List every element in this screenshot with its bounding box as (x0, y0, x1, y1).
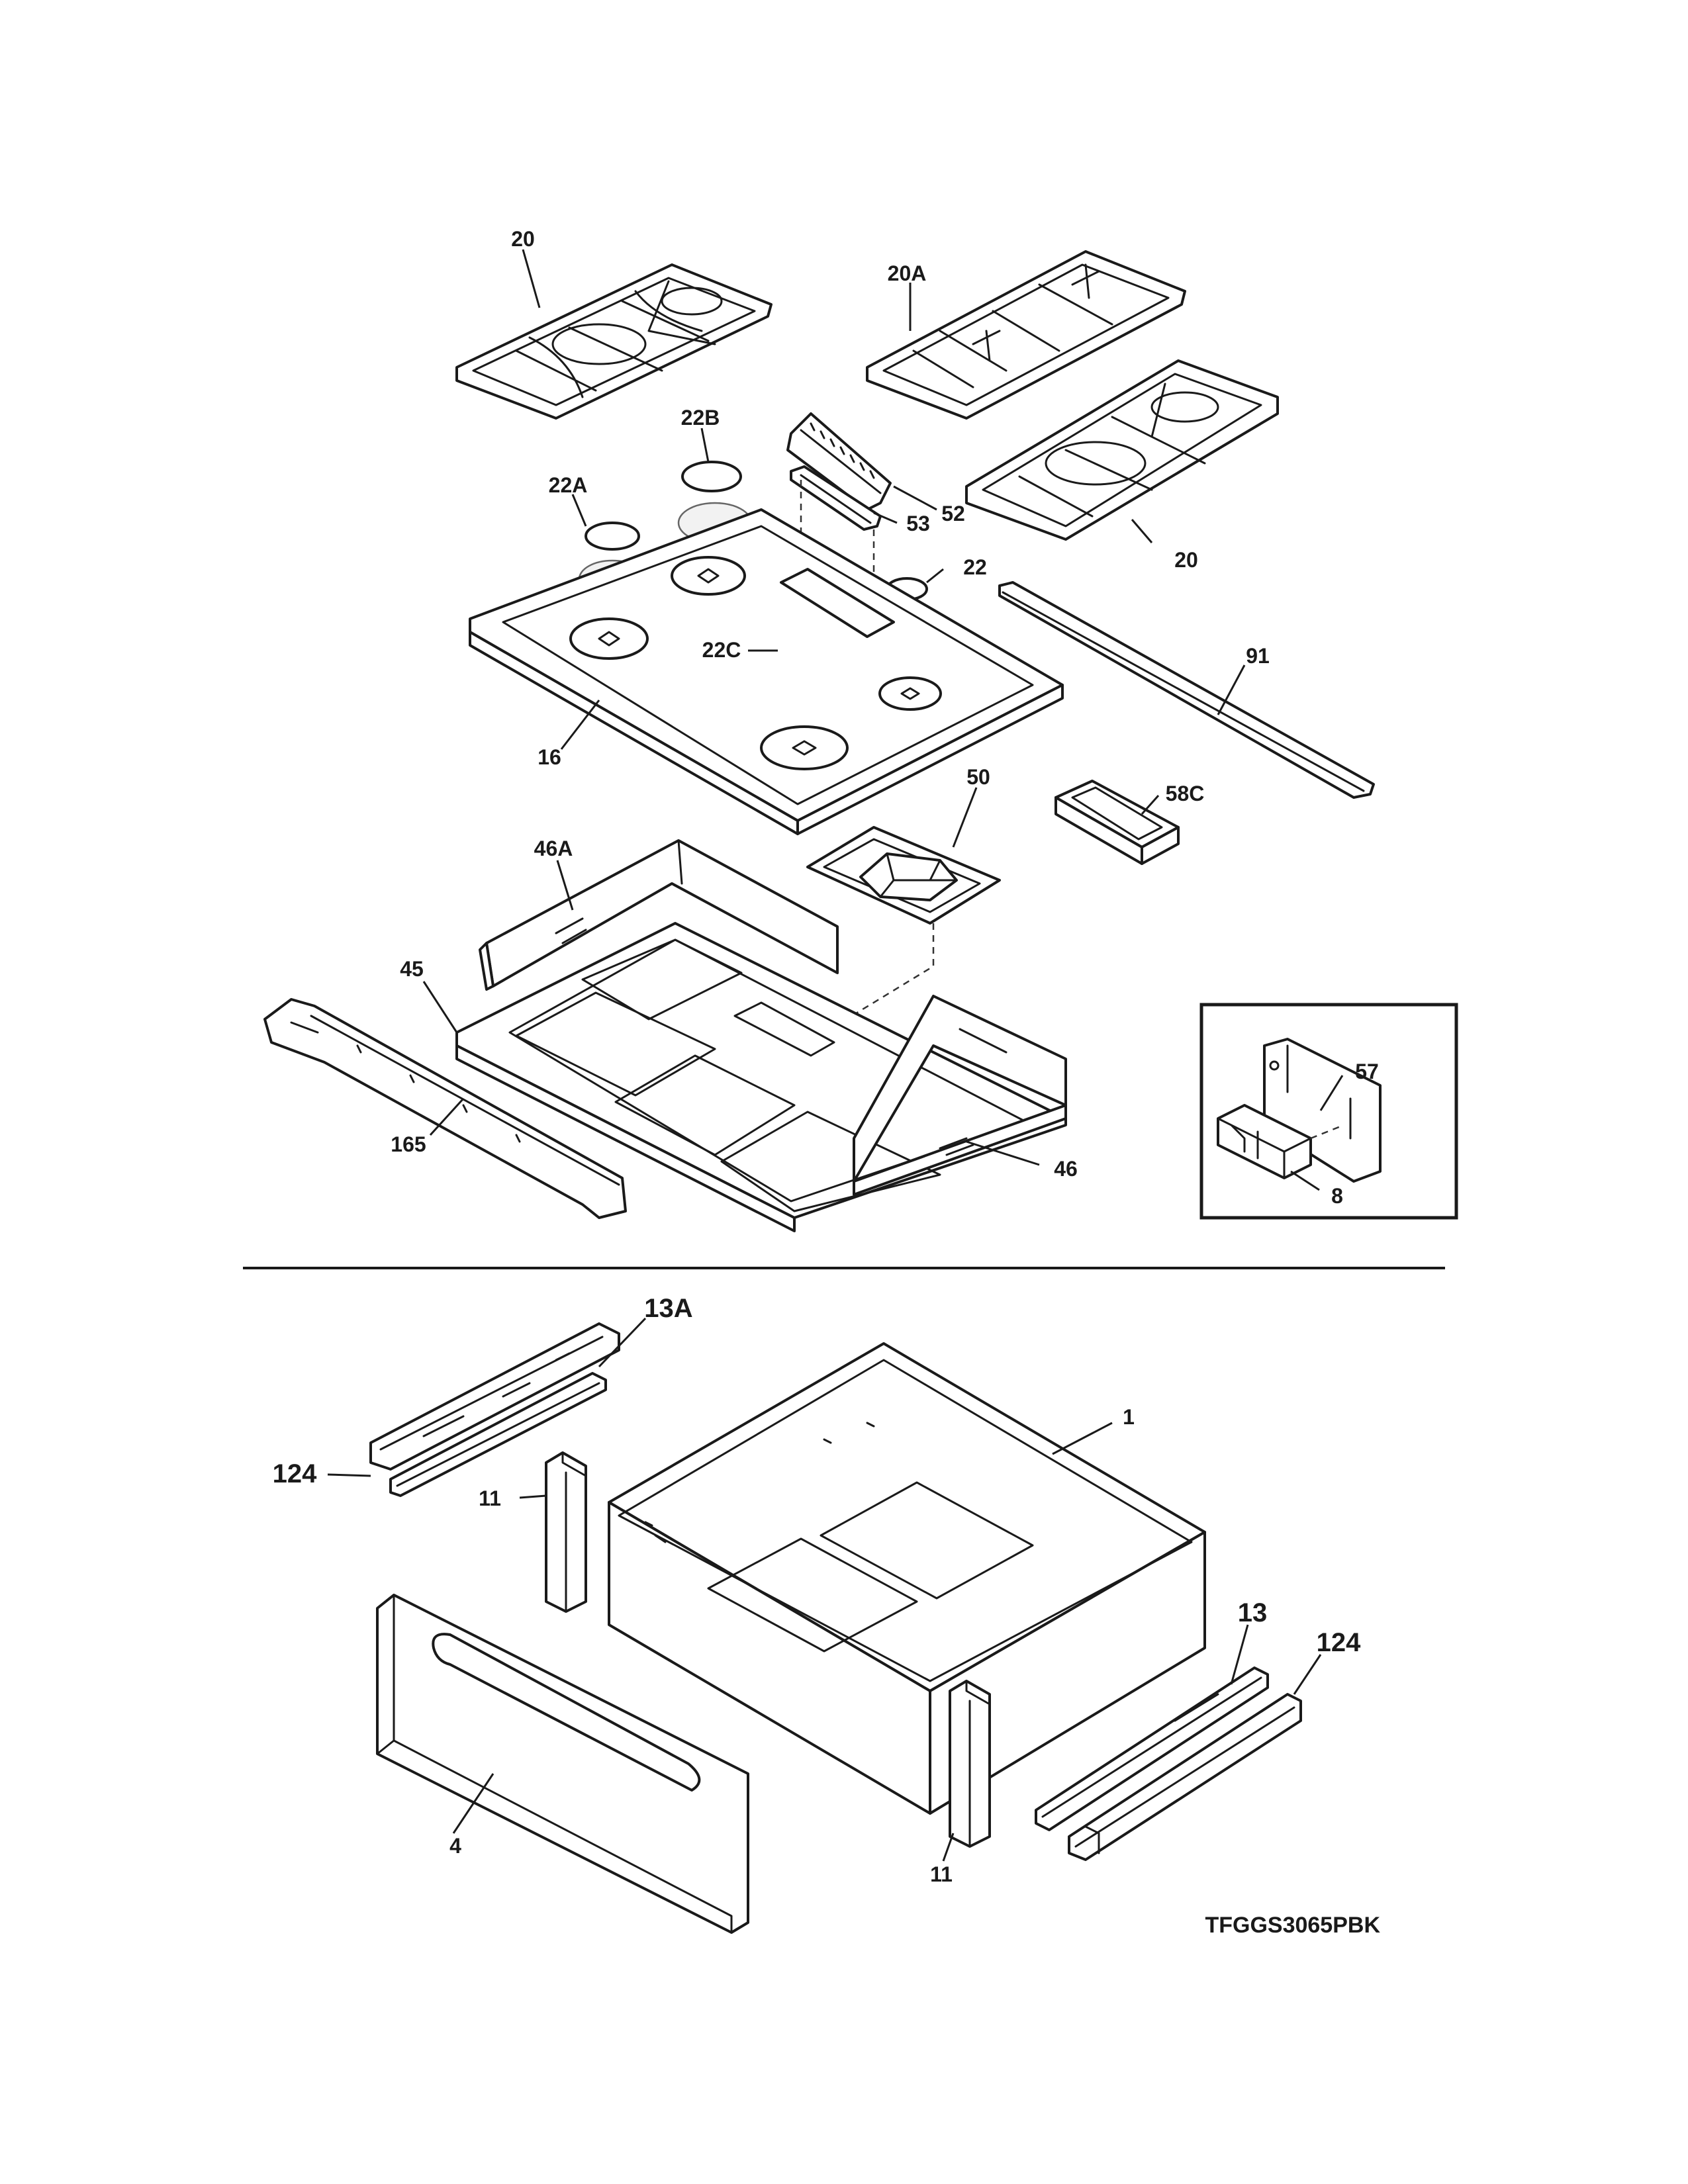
burner-cap-22b (681, 461, 742, 492)
callout-46: 46 (1054, 1157, 1078, 1181)
callout-22b: 22B (681, 406, 720, 430)
callout-53: 53 (906, 512, 930, 535)
callout-4: 4 (449, 1834, 461, 1858)
callout-13: 13 (1238, 1598, 1268, 1627)
callout-165: 165 (391, 1132, 426, 1156)
callout-11-right: 11 (930, 1862, 953, 1886)
bracket-box (1055, 780, 1180, 865)
callout-57: 57 (1355, 1060, 1379, 1083)
callout-11-left: 11 (479, 1486, 501, 1510)
callout-50: 50 (966, 765, 990, 789)
side-panel-46 (853, 995, 1067, 1196)
drawer-slide-left (369, 1322, 620, 1497)
drawer-spacer-left (545, 1451, 587, 1613)
callout-labels: 20 20A 22B 22A 52 53 22 20 91 22C 16 50 … (273, 227, 1381, 1938)
drawer-front-panel (376, 1594, 749, 1934)
model-number: TFGGS3065PBK (1205, 1913, 1380, 1938)
burner-grate-center (866, 250, 1186, 420)
callout-16: 16 (538, 745, 561, 769)
callout-124-right: 124 (1317, 1628, 1361, 1657)
callout-22c: 22C (702, 638, 741, 662)
cooktop-main-top (469, 508, 1064, 835)
callout-8: 8 (1331, 1184, 1343, 1208)
warming-drawer-body (608, 1342, 1206, 1815)
leader-lines (327, 249, 1344, 1862)
callout-20a: 20A (888, 261, 927, 285)
griddle-burner-insert (790, 465, 882, 531)
callout-91: 91 (1246, 644, 1270, 668)
side-panel-46a (479, 839, 839, 991)
callout-20-right: 20 (1174, 548, 1198, 572)
griddle-cover (786, 412, 892, 511)
callout-52: 52 (941, 502, 965, 525)
vent-assembly (806, 826, 1001, 925)
burner-cap-22a (585, 522, 640, 551)
drawer-slide-right (1035, 1666, 1302, 1861)
burner-grate-right (965, 359, 1279, 541)
drawer-spacer-right (949, 1680, 991, 1848)
callout-13a: 13A (644, 1294, 692, 1323)
callout-58c: 58C (1166, 782, 1205, 805)
callout-20-left: 20 (511, 227, 535, 251)
callout-22: 22 (963, 555, 987, 579)
guide-line (780, 923, 935, 1060)
callout-1: 1 (1123, 1405, 1135, 1429)
burner-grate-left (455, 263, 773, 420)
inset-detail-box (1199, 1003, 1458, 1220)
front-rail (263, 998, 627, 1219)
rear-trim-strip (998, 581, 1375, 799)
callout-46a: 46A (534, 837, 573, 860)
callout-45: 45 (400, 957, 424, 981)
callout-124-left: 124 (273, 1459, 317, 1488)
callout-22a: 22A (549, 473, 588, 497)
